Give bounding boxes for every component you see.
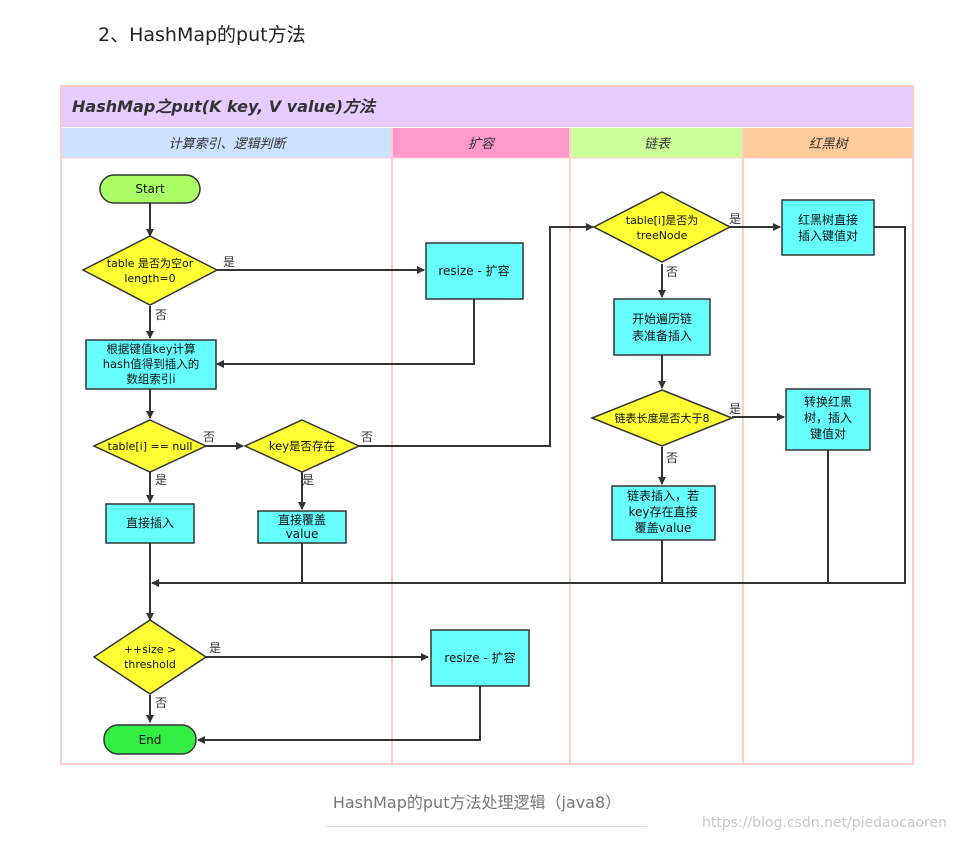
process-resize-2-label: resize - 扩容 xyxy=(444,650,515,665)
lane-label-list: 链表 xyxy=(644,137,672,152)
process-calc-index-line2: hash值得到插入的 xyxy=(103,357,200,371)
process-traverse-list-line1: 开始遍历链 xyxy=(632,311,692,326)
end-label: End xyxy=(139,733,162,747)
section-heading: 2、HashMap的put方法 xyxy=(98,24,306,46)
title-bar xyxy=(62,87,912,127)
process-calc-index xyxy=(85,339,217,390)
process-direct-insert xyxy=(105,503,195,544)
decision-table-i-null xyxy=(92,419,208,473)
process-tree-insert-line2: 插入键值对 xyxy=(798,228,858,243)
watermark: https://blog.csdn.net/piedaocaoren xyxy=(702,815,947,831)
decision-size-threshold-line1: ++size > xyxy=(124,643,176,656)
process-list-insert-line3: 覆盖value xyxy=(635,521,692,535)
edge-resize2-to-end xyxy=(197,686,481,744)
process-convert-tree-line2: 树，插入 xyxy=(804,410,852,425)
start-node xyxy=(99,174,201,204)
process-overwrite-line1: 直接覆盖 xyxy=(278,512,326,527)
edge-resize-to-calc xyxy=(216,299,475,368)
edge-key-no-treenode xyxy=(359,223,594,447)
process-calc-index-line1: 根据键值key计算 xyxy=(106,342,195,356)
label-null-no: 否 xyxy=(203,430,215,444)
process-traverse-list xyxy=(613,298,711,356)
process-tree-insert-line1: 红黑树直接 xyxy=(798,212,858,227)
decision-table-empty-line2: length=0 xyxy=(124,272,175,285)
figure-caption: HashMap的put方法处理逻辑（java8） xyxy=(332,793,622,812)
decision-key-exists-label: key是否存在 xyxy=(269,439,335,453)
lane-header-tree xyxy=(744,128,912,158)
decision-list-length-label: 链表长度是否大于8 xyxy=(615,411,710,425)
process-tree-insert xyxy=(781,199,875,256)
process-calc-index-line3: 数组索引i xyxy=(126,372,175,386)
decision-list-length xyxy=(589,389,735,447)
label-empty-yes: 是 xyxy=(223,255,235,269)
decision-table-empty-line1: table 是否为空or xyxy=(107,256,194,270)
label-len-no: 否 xyxy=(666,451,678,465)
process-resize-1 xyxy=(425,242,524,300)
process-overwrite xyxy=(257,510,347,544)
decision-is-treenode-line2: treeNode xyxy=(637,229,688,242)
process-resize-1-label: resize - 扩容 xyxy=(438,263,509,278)
start-label: Start xyxy=(135,182,165,196)
process-traverse-list-line2: 表准备插入 xyxy=(632,329,692,343)
label-treenode-no: 否 xyxy=(666,265,678,279)
decision-is-treenode xyxy=(592,191,732,263)
label-null-yes: 是 xyxy=(155,473,167,487)
process-convert-tree-line1: 转换红黑 xyxy=(804,394,852,409)
label-size-yes: 是 xyxy=(209,641,221,655)
label-treenode-yes: 是 xyxy=(729,212,741,226)
edge-tree-merge xyxy=(151,226,906,587)
process-convert-tree-line3: 键值对 xyxy=(810,426,846,441)
label-size-no: 否 xyxy=(155,696,167,710)
process-convert-tree xyxy=(785,388,871,451)
lane-label-resize: 扩容 xyxy=(468,136,496,152)
decision-is-treenode-line1: table[i]是否为 xyxy=(626,214,699,227)
decision-size-threshold-line2: threshold xyxy=(124,658,176,671)
end-node xyxy=(103,724,197,755)
lane-header-resize xyxy=(393,128,570,158)
process-direct-insert-label: 直接插入 xyxy=(126,515,174,530)
label-key-no: 否 xyxy=(361,430,373,444)
lane-header-list xyxy=(571,128,743,158)
process-overwrite-line2: value xyxy=(286,527,319,541)
label-empty-no: 否 xyxy=(155,308,167,322)
process-list-insert-line1: 链表插入，若 xyxy=(627,488,699,503)
label-key-yes: 是 xyxy=(302,473,314,487)
process-resize-2 xyxy=(430,629,530,687)
lane-label-calc: 计算索引、逻辑判断 xyxy=(168,137,287,152)
decision-table-i-null-label: table[i] == null xyxy=(108,440,193,453)
decision-key-exists xyxy=(243,419,361,473)
decision-table-empty xyxy=(81,235,219,306)
process-list-insert xyxy=(611,485,716,541)
decision-size-threshold xyxy=(92,619,208,695)
diagram-title: HashMap之put(K key, V value)方法 xyxy=(72,97,377,116)
label-len-yes: 是 xyxy=(729,402,741,416)
caption-underline xyxy=(325,826,647,827)
lane-label-tree: 红黑树 xyxy=(808,137,849,152)
process-list-insert-line2: key存在直接 xyxy=(628,504,697,519)
lane-header-calc xyxy=(62,128,392,158)
